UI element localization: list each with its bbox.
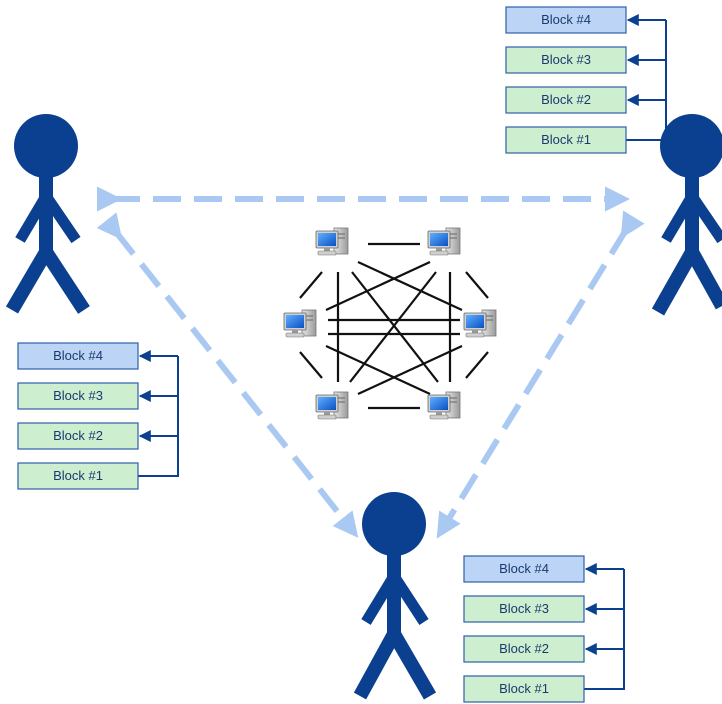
block-label: Block #1 (541, 132, 591, 147)
block-label: Block #4 (499, 561, 549, 576)
block-label: Block #1 (53, 468, 103, 483)
block-label: Block #2 (53, 428, 103, 443)
person-icon (651, 114, 722, 316)
blockchain-left: Block #4 Block #3 Block #2 Block #1 (17, 342, 179, 490)
block-label: Block #4 (53, 348, 103, 363)
desktop-computer-icon (463, 309, 497, 338)
person-icon (5, 114, 90, 314)
block-box: Block #3 (505, 46, 627, 74)
network-mesh (299, 242, 489, 410)
block-box: Block #2 (463, 635, 585, 663)
person-icon (353, 492, 437, 700)
block-label: Block #2 (541, 92, 591, 107)
block-box: Block #4 (505, 6, 627, 34)
block-label: Block #3 (53, 388, 103, 403)
block-box: Block #1 (17, 462, 139, 490)
block-label: Block #3 (499, 601, 549, 616)
peer-link-right-bottom (436, 210, 645, 539)
block-label: Block #4 (541, 12, 591, 27)
block-box: Block #3 (17, 382, 139, 410)
block-label: Block #2 (499, 641, 549, 656)
block-label: Block #3 (541, 52, 591, 67)
block-box: Block #2 (17, 422, 139, 450)
block-box: Block #1 (463, 675, 585, 703)
desktop-computer-icon (427, 391, 461, 420)
block-label: Block #1 (499, 681, 549, 696)
peer-links (96, 186, 645, 539)
blockchain-right: Block #4 Block #3 Block #2 Block #1 (505, 6, 667, 154)
block-box: Block #4 (17, 342, 139, 370)
desktop-computer-icon (427, 227, 461, 256)
block-box: Block #2 (505, 86, 627, 114)
desktop-computer-icon (315, 391, 349, 420)
desktop-computer-icon (283, 309, 317, 338)
network-computers (283, 227, 497, 420)
block-box: Block #4 (463, 555, 585, 583)
desktop-computer-icon (315, 227, 349, 256)
blockchain-bottom: Block #4 Block #3 Block #2 Block #1 (463, 555, 625, 703)
block-box: Block #1 (505, 126, 627, 154)
peer-link-left-bottom (96, 212, 359, 538)
block-box: Block #3 (463, 595, 585, 623)
